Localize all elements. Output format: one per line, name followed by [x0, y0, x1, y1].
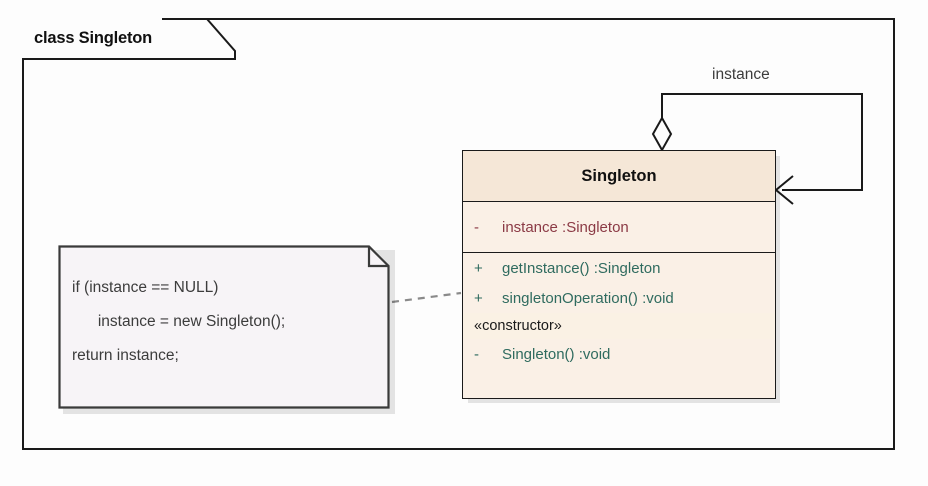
attribute-row[interactable]: - instance :Singleton	[463, 212, 775, 242]
stereotype-row: «constructor»	[463, 313, 775, 339]
note-line: instance = new Singleton();	[72, 313, 286, 330]
association-label: instance	[712, 66, 770, 83]
aggregation-association	[651, 93, 863, 205]
note-anchor-dashed-line	[391, 291, 462, 304]
visibility-marker: -	[474, 218, 479, 236]
frame-label-text: class Singleton	[34, 28, 153, 47]
attributes-compartment: - instance :Singleton	[463, 202, 775, 253]
visibility-marker: -	[474, 345, 479, 363]
visibility-marker: +	[474, 259, 483, 277]
class-name: Singleton	[581, 166, 657, 185]
stereotype-label: «constructor»	[474, 318, 562, 334]
visibility-marker: +	[474, 289, 483, 307]
note-line: return instance;	[72, 347, 179, 364]
class-box-singleton[interactable]: Singleton - instance :Singleton + getIns…	[462, 150, 776, 399]
note-outline	[58, 245, 390, 409]
attribute-label: instance :Singleton	[502, 218, 629, 236]
frame-label: class Singleton	[22, 18, 163, 58]
operation-row[interactable]: + getInstance() :Singleton	[463, 253, 775, 283]
note-body: if (instance == NULL) instance = new Sin…	[58, 245, 390, 409]
operation-label: getInstance() :Singleton	[502, 259, 661, 277]
class-name-compartment: Singleton	[463, 151, 775, 202]
operations-compartment: + getInstance() :Singleton + singletonOp…	[463, 253, 775, 398]
operation-label: singletonOperation() :void	[502, 289, 674, 307]
note-comment[interactable]: if (instance == NULL) instance = new Sin…	[58, 245, 395, 414]
constructor-row[interactable]: - Singleton() :void	[463, 339, 775, 369]
constructor-label: Singleton() :void	[502, 345, 611, 363]
note-line: if (instance == NULL)	[72, 279, 219, 296]
operation-row[interactable]: + singletonOperation() :void	[463, 283, 775, 313]
